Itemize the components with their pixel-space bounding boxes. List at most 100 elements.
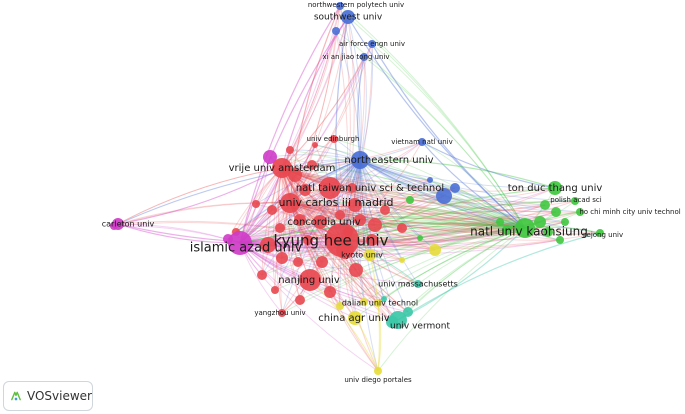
network-node[interactable] <box>348 198 362 212</box>
label-natl-taiwan-univ-sci-technol[interactable]: natl taiwan univ sci & technol <box>296 183 444 194</box>
network-node[interactable] <box>368 218 382 232</box>
node-natl-taiwan-univ-sci-technol[interactable] <box>319 177 341 199</box>
network-node[interactable] <box>347 183 357 193</box>
network-node[interactable] <box>349 263 363 277</box>
label-vrije-univ-amsterdam[interactable]: vrije univ amsterdam <box>229 163 336 174</box>
label-air-force-engn-univ[interactable]: air force engn univ <box>339 40 405 48</box>
label-northeastern-univ[interactable]: northeastern univ <box>344 155 433 166</box>
network-node[interactable] <box>252 200 260 208</box>
network-node[interactable] <box>260 237 276 253</box>
node-sejong-univ[interactable] <box>596 229 604 237</box>
label-yangzhou-univ[interactable]: yangzhou univ <box>254 309 305 317</box>
node-air-force-engn-univ[interactable] <box>368 40 376 48</box>
node-nanjing-univ[interactable] <box>299 269 321 291</box>
network-node[interactable] <box>406 196 414 204</box>
network-node[interactable] <box>496 218 504 226</box>
node-vietnam-natl-univ[interactable] <box>418 138 426 146</box>
network-node[interactable] <box>397 223 407 233</box>
network-node[interactable] <box>335 210 345 220</box>
label-xi-an-jiao-tong-univ[interactable]: xi an jiao tong univ <box>322 53 389 61</box>
network-node[interactable] <box>502 225 512 235</box>
network-node[interactable] <box>543 227 553 237</box>
network-node[interactable] <box>257 270 267 280</box>
network-node[interactable] <box>534 216 546 228</box>
network-node[interactable] <box>403 307 413 317</box>
label-natl-univ-kaohsiung[interactable]: natl univ kaohsiung <box>470 225 588 239</box>
node-univ-vermont[interactable] <box>389 311 407 329</box>
label-univ-edinburgh[interactable]: univ edinburgh <box>307 135 360 143</box>
label-concordia-univ[interactable]: concordia univ <box>287 217 360 228</box>
node-ton-duc-thang-univ[interactable] <box>548 181 562 195</box>
network-node[interactable] <box>295 295 305 305</box>
network-node[interactable] <box>275 223 285 233</box>
network-node[interactable] <box>324 286 336 298</box>
network-node[interactable] <box>294 214 306 226</box>
node-univ-massachusetts[interactable] <box>414 280 422 288</box>
node-ho-chi-minh-city-univ-technol[interactable] <box>576 208 584 216</box>
label-univ-diego-portales[interactable]: univ diego portales <box>344 376 412 384</box>
network-node[interactable] <box>551 207 561 217</box>
node-univ-diego-portales[interactable] <box>374 367 382 375</box>
node-carleton-univ[interactable] <box>112 218 124 230</box>
node-kyung-hee-univ[interactable] <box>325 223 359 257</box>
node-univ-carlos-iii-madrid[interactable] <box>280 193 300 213</box>
network-node[interactable] <box>271 286 279 294</box>
vosviewer-brand[interactable]: VOSviewer <box>3 381 93 411</box>
label-nanjing-univ[interactable]: nanjing univ <box>278 275 340 286</box>
network-node[interactable] <box>307 160 317 170</box>
network-node[interactable] <box>380 205 390 215</box>
network-node[interactable] <box>427 177 433 183</box>
node-northeastern-univ[interactable] <box>351 151 369 169</box>
network-node[interactable] <box>399 257 405 263</box>
network-node[interactable] <box>360 298 368 306</box>
network-node[interactable] <box>293 257 303 267</box>
node-polish-acad-sci[interactable] <box>571 197 579 205</box>
node-yangzhou-univ[interactable] <box>278 309 286 317</box>
node-kyoto-univ[interactable] <box>364 249 376 261</box>
network-node[interactable] <box>316 256 328 268</box>
node-xi-an-jiao-tong-univ[interactable] <box>360 53 368 61</box>
node-vrije-univ-amsterdam[interactable] <box>272 158 292 178</box>
label-northwestern-polytech-univ[interactable]: northwestern polytech univ <box>308 1 404 9</box>
network-node[interactable] <box>299 184 311 196</box>
network-node[interactable] <box>263 150 277 164</box>
label-dalian-univ-technol[interactable]: dalian univ technol <box>342 299 418 308</box>
node-natl-univ-kaohsiung[interactable] <box>515 218 535 238</box>
network-node[interactable] <box>312 142 318 148</box>
network-node[interactable] <box>561 218 569 226</box>
label-vietnam-natl-univ[interactable]: vietnam natl univ <box>391 138 453 146</box>
label-ho-chi-minh-city-univ-technol[interactable]: ho chi minh city univ technol <box>579 208 680 216</box>
label-ton-duc-thang-univ[interactable]: ton duc thang univ <box>508 183 603 194</box>
node-southwest-univ[interactable] <box>341 10 355 24</box>
network-node[interactable] <box>436 188 452 204</box>
node-univ-edinburgh[interactable] <box>330 135 338 143</box>
network-node[interactable] <box>336 302 344 310</box>
label-sejong-univ[interactable]: sejong univ <box>583 231 623 239</box>
network-node[interactable] <box>381 296 387 302</box>
network-node[interactable] <box>303 235 313 245</box>
node-islamic-azad-univ[interactable] <box>228 231 252 255</box>
network-node[interactable] <box>286 146 294 154</box>
network-node[interactable] <box>366 234 378 246</box>
network-node[interactable] <box>429 244 441 256</box>
label-univ-massachusetts[interactable]: univ massachusetts <box>378 280 458 289</box>
network-node[interactable] <box>288 168 302 182</box>
label-southwest-univ[interactable]: southwest univ <box>314 13 383 23</box>
label-kyung-hee-univ[interactable]: kyung hee univ <box>273 232 388 250</box>
node-concordia-univ[interactable] <box>313 215 327 229</box>
network-node[interactable] <box>354 214 366 226</box>
label-kyoto-univ[interactable]: kyoto univ <box>341 251 383 260</box>
network-node[interactable] <box>267 205 277 215</box>
label-islamic-azad-univ[interactable]: islamic azad univ <box>190 241 303 256</box>
label-univ-carlos-iii-madrid[interactable]: univ carlos iii madrid <box>279 196 394 209</box>
label-carleton-univ[interactable]: carleton univ <box>102 220 155 229</box>
node-northwestern-polytech-univ[interactable] <box>336 2 344 10</box>
network-node[interactable] <box>332 27 340 35</box>
network-node[interactable] <box>450 183 460 193</box>
label-univ-vermont[interactable]: univ vermont <box>390 322 450 332</box>
network-node[interactable] <box>276 252 288 264</box>
network-node[interactable] <box>417 235 423 241</box>
node-dalian-univ-technol[interactable] <box>374 299 382 307</box>
